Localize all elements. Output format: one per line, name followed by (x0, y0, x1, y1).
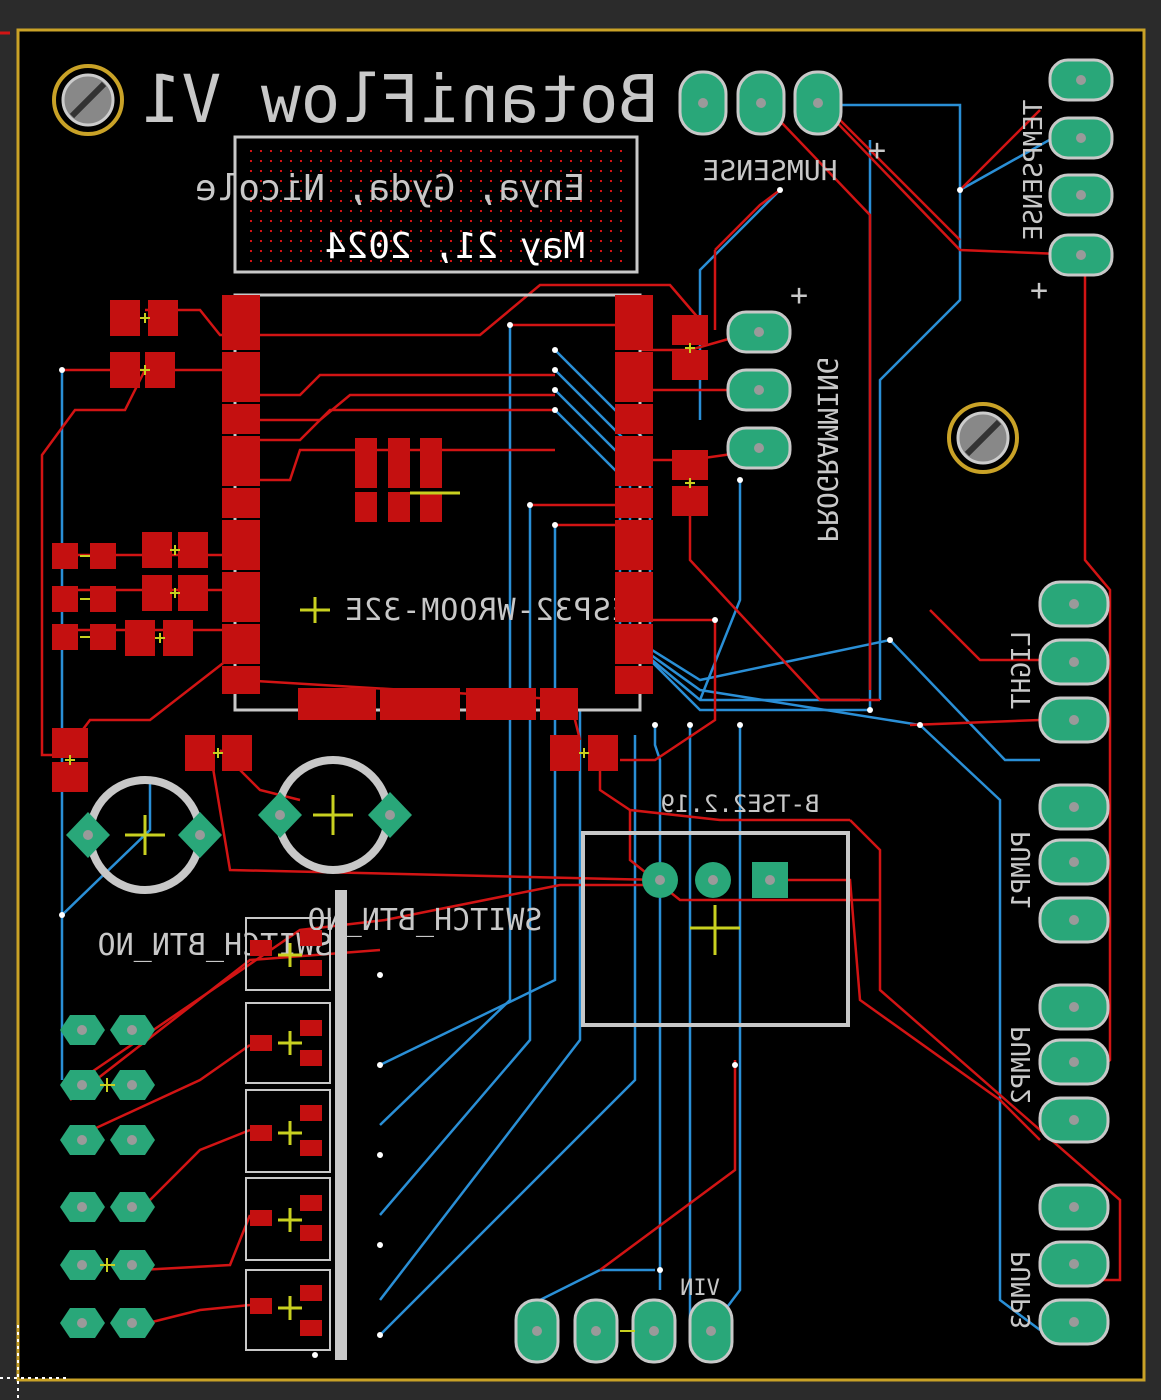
mounting-hole-top-left (52, 64, 124, 136)
humsense-plus: + (868, 133, 886, 168)
mosfet-origins (278, 491, 460, 1320)
passive-origins (65, 313, 695, 1332)
vias (59, 187, 963, 1358)
title-block-hatch (250, 150, 625, 265)
switch-left-label: SWITCH_BTN_NO (98, 928, 333, 963)
programming-plus: + (790, 278, 808, 313)
light-label: LIGHT (1007, 631, 1037, 710)
humsense-label: HUMSENSE (703, 154, 838, 187)
regulator-outline (581, 831, 850, 1027)
programming-label: PROGRAMMING (811, 357, 844, 542)
pump3-label: PUMP3 (1007, 1251, 1037, 1329)
origin-marker (0, 1325, 70, 1400)
mosfet-outlines (245, 917, 331, 1351)
tempsense-plus: + (1030, 273, 1048, 308)
esp32-module-label: ESP32-WROOM-32E (344, 593, 630, 628)
regulator-label: B-TSE2.2.19 (661, 790, 820, 818)
board-authors: Enya, Gyda, Nicole (195, 168, 585, 209)
mounting-hole-right (947, 402, 1019, 474)
board-outline (16, 28, 1146, 1382)
board-title: BotaniFlow V1 (142, 61, 659, 138)
tempsense-label: TEMPSENSE (1019, 100, 1049, 241)
board-date: May 21, 2024 (325, 226, 585, 267)
smd-pads (52, 295, 708, 1336)
title-block (233, 135, 639, 274)
pump1-label: PUMP1 (1007, 831, 1037, 909)
pump2-label: PUMP2 (1007, 1026, 1037, 1104)
vin-label: VIN (680, 1276, 720, 1301)
pad-drills (77, 75, 1086, 1336)
regulator-origin-cross (690, 905, 740, 955)
led-array-bar (335, 890, 347, 1360)
